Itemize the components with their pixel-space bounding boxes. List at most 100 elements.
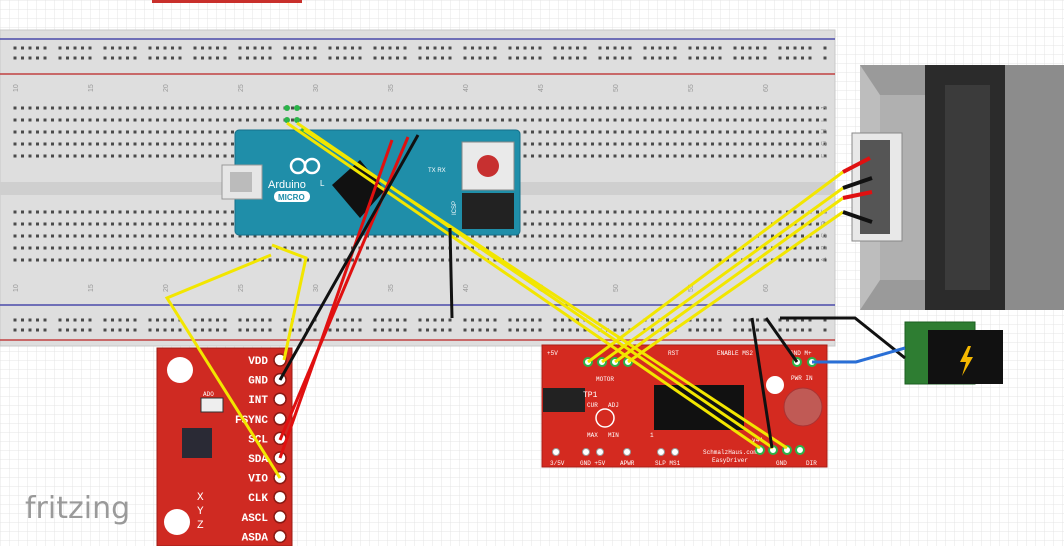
breadboard-hole xyxy=(741,234,744,238)
breadboard-hole xyxy=(336,118,339,122)
breadboard-hole xyxy=(703,234,707,238)
rail-hole xyxy=(201,318,204,322)
rail-hole xyxy=(306,318,309,322)
rail-hole xyxy=(73,56,77,60)
breadboard-hole xyxy=(651,106,654,110)
wire-red-sda[interactable] xyxy=(278,139,394,459)
breadboard-hole xyxy=(711,154,714,158)
breadboard-hole xyxy=(88,142,92,146)
breadboard-hole xyxy=(726,258,729,262)
rail-hole xyxy=(583,46,587,50)
rail-hole xyxy=(448,328,452,332)
wire-yellow-4[interactable] xyxy=(587,170,844,364)
breadboard-hole xyxy=(673,106,677,110)
wire-black-ed-m[interactable] xyxy=(764,317,799,363)
wire-yellow-5[interactable] xyxy=(601,186,844,364)
column-number: 15 xyxy=(88,284,95,292)
rail-hole xyxy=(733,328,737,332)
power-jack[interactable] xyxy=(904,321,1003,385)
breadboard-hole xyxy=(238,118,242,122)
breadboard-hole xyxy=(306,246,309,250)
breadboard-hole xyxy=(81,210,84,214)
imu-sensor-board[interactable]: ADO X Y Z VDDGNDINTFSYNCSCLSDAVIOCLKASCL… xyxy=(156,347,293,546)
breadboard-hole xyxy=(201,258,204,262)
breadboard-hole xyxy=(313,234,317,238)
rail-hole xyxy=(748,318,752,322)
breadboard-hole xyxy=(553,130,557,134)
breadboard-hole xyxy=(43,142,47,146)
wire-black-arduino-gnd[interactable] xyxy=(448,227,454,319)
wires[interactable] xyxy=(164,121,906,479)
breadboard-hole xyxy=(216,142,219,146)
rail-hole xyxy=(396,328,399,332)
breadboard-hole xyxy=(28,130,32,134)
motor-lead-black-1 xyxy=(842,176,873,190)
rail-hole xyxy=(381,328,384,332)
breadboard-hole xyxy=(658,222,662,226)
breadboard-hole xyxy=(486,118,489,122)
breadboard-hole xyxy=(778,258,782,262)
breadboard-hole xyxy=(88,154,92,158)
breadboard-hole xyxy=(673,118,677,122)
ed-cap-small xyxy=(766,376,784,394)
breadboard-hole xyxy=(28,118,32,122)
wire-red-scl[interactable] xyxy=(278,136,410,441)
rail-hole xyxy=(388,318,392,322)
wire-yellow-vdd[interactable] xyxy=(271,243,308,361)
stepper-motor[interactable] xyxy=(851,65,1064,310)
rail-hole xyxy=(628,46,632,50)
wire-blue-jack[interactable] xyxy=(812,346,906,364)
breadboard-hole xyxy=(163,222,167,226)
breadboard-hole xyxy=(666,210,669,214)
breadboard-hole xyxy=(21,118,24,122)
breadboard-hole xyxy=(216,210,219,214)
rail-hole xyxy=(373,318,377,322)
breadboard-hole xyxy=(418,106,422,110)
wire-yellow-7[interactable] xyxy=(627,210,844,364)
breadboard-hole xyxy=(726,246,729,250)
breadboard-hole xyxy=(208,246,212,250)
breadboard-hole xyxy=(621,258,624,262)
rail-hole xyxy=(583,56,587,60)
breadboard-hole xyxy=(103,234,107,238)
ed-motor-label: MOTOR xyxy=(596,376,614,383)
breadboard-hole xyxy=(613,130,617,134)
wire-yellow-3[interactable] xyxy=(303,128,788,450)
rail-hole xyxy=(246,318,249,322)
breadboard-hole xyxy=(223,210,227,214)
wire-yellow-1[interactable] xyxy=(286,121,761,450)
breadboard-hole xyxy=(523,130,527,134)
rail-hole xyxy=(508,328,512,332)
ed-current-pot[interactable] xyxy=(595,408,615,428)
rail-hole xyxy=(486,318,489,322)
breadboard-hole xyxy=(793,118,797,122)
breadboard-hole xyxy=(531,130,534,134)
wire-black-ed-gnd[interactable] xyxy=(750,317,774,449)
breadboard-hole xyxy=(666,258,669,262)
easydriver-board[interactable]: TP1 +5V MOTOR RST ENABLE MS2 GND M+ PWR … xyxy=(541,344,828,468)
rail-hole xyxy=(163,328,167,332)
rail-hole xyxy=(81,328,84,332)
breadboard-hole xyxy=(696,246,699,250)
column-number: 50 xyxy=(613,284,620,292)
wire-yellow-vio[interactable] xyxy=(164,253,282,479)
rail-hole xyxy=(21,318,24,322)
breadboard-hole xyxy=(201,154,204,158)
breadboard-hole xyxy=(403,246,407,250)
rail-hole xyxy=(733,46,737,50)
sensor-pin-label: GND xyxy=(248,376,268,388)
rail-hole xyxy=(28,318,32,322)
reset-button[interactable] xyxy=(477,155,499,177)
wire-black-jack[interactable] xyxy=(780,316,906,360)
wire-yellow-6[interactable] xyxy=(614,196,844,364)
wire-black-gnd[interactable] xyxy=(278,134,420,381)
breadboard-hole xyxy=(681,142,684,146)
breadboard-hole xyxy=(576,222,579,226)
breadboard-hole xyxy=(733,234,737,238)
ed-gnd-m-label: GND M+ xyxy=(790,350,812,357)
breadboard-hole xyxy=(448,106,452,110)
breadboard-hole xyxy=(546,106,549,110)
breadboard-hole xyxy=(606,234,609,238)
breadboard-hole xyxy=(778,234,782,238)
ed-adj-label: ADJ xyxy=(608,402,619,409)
